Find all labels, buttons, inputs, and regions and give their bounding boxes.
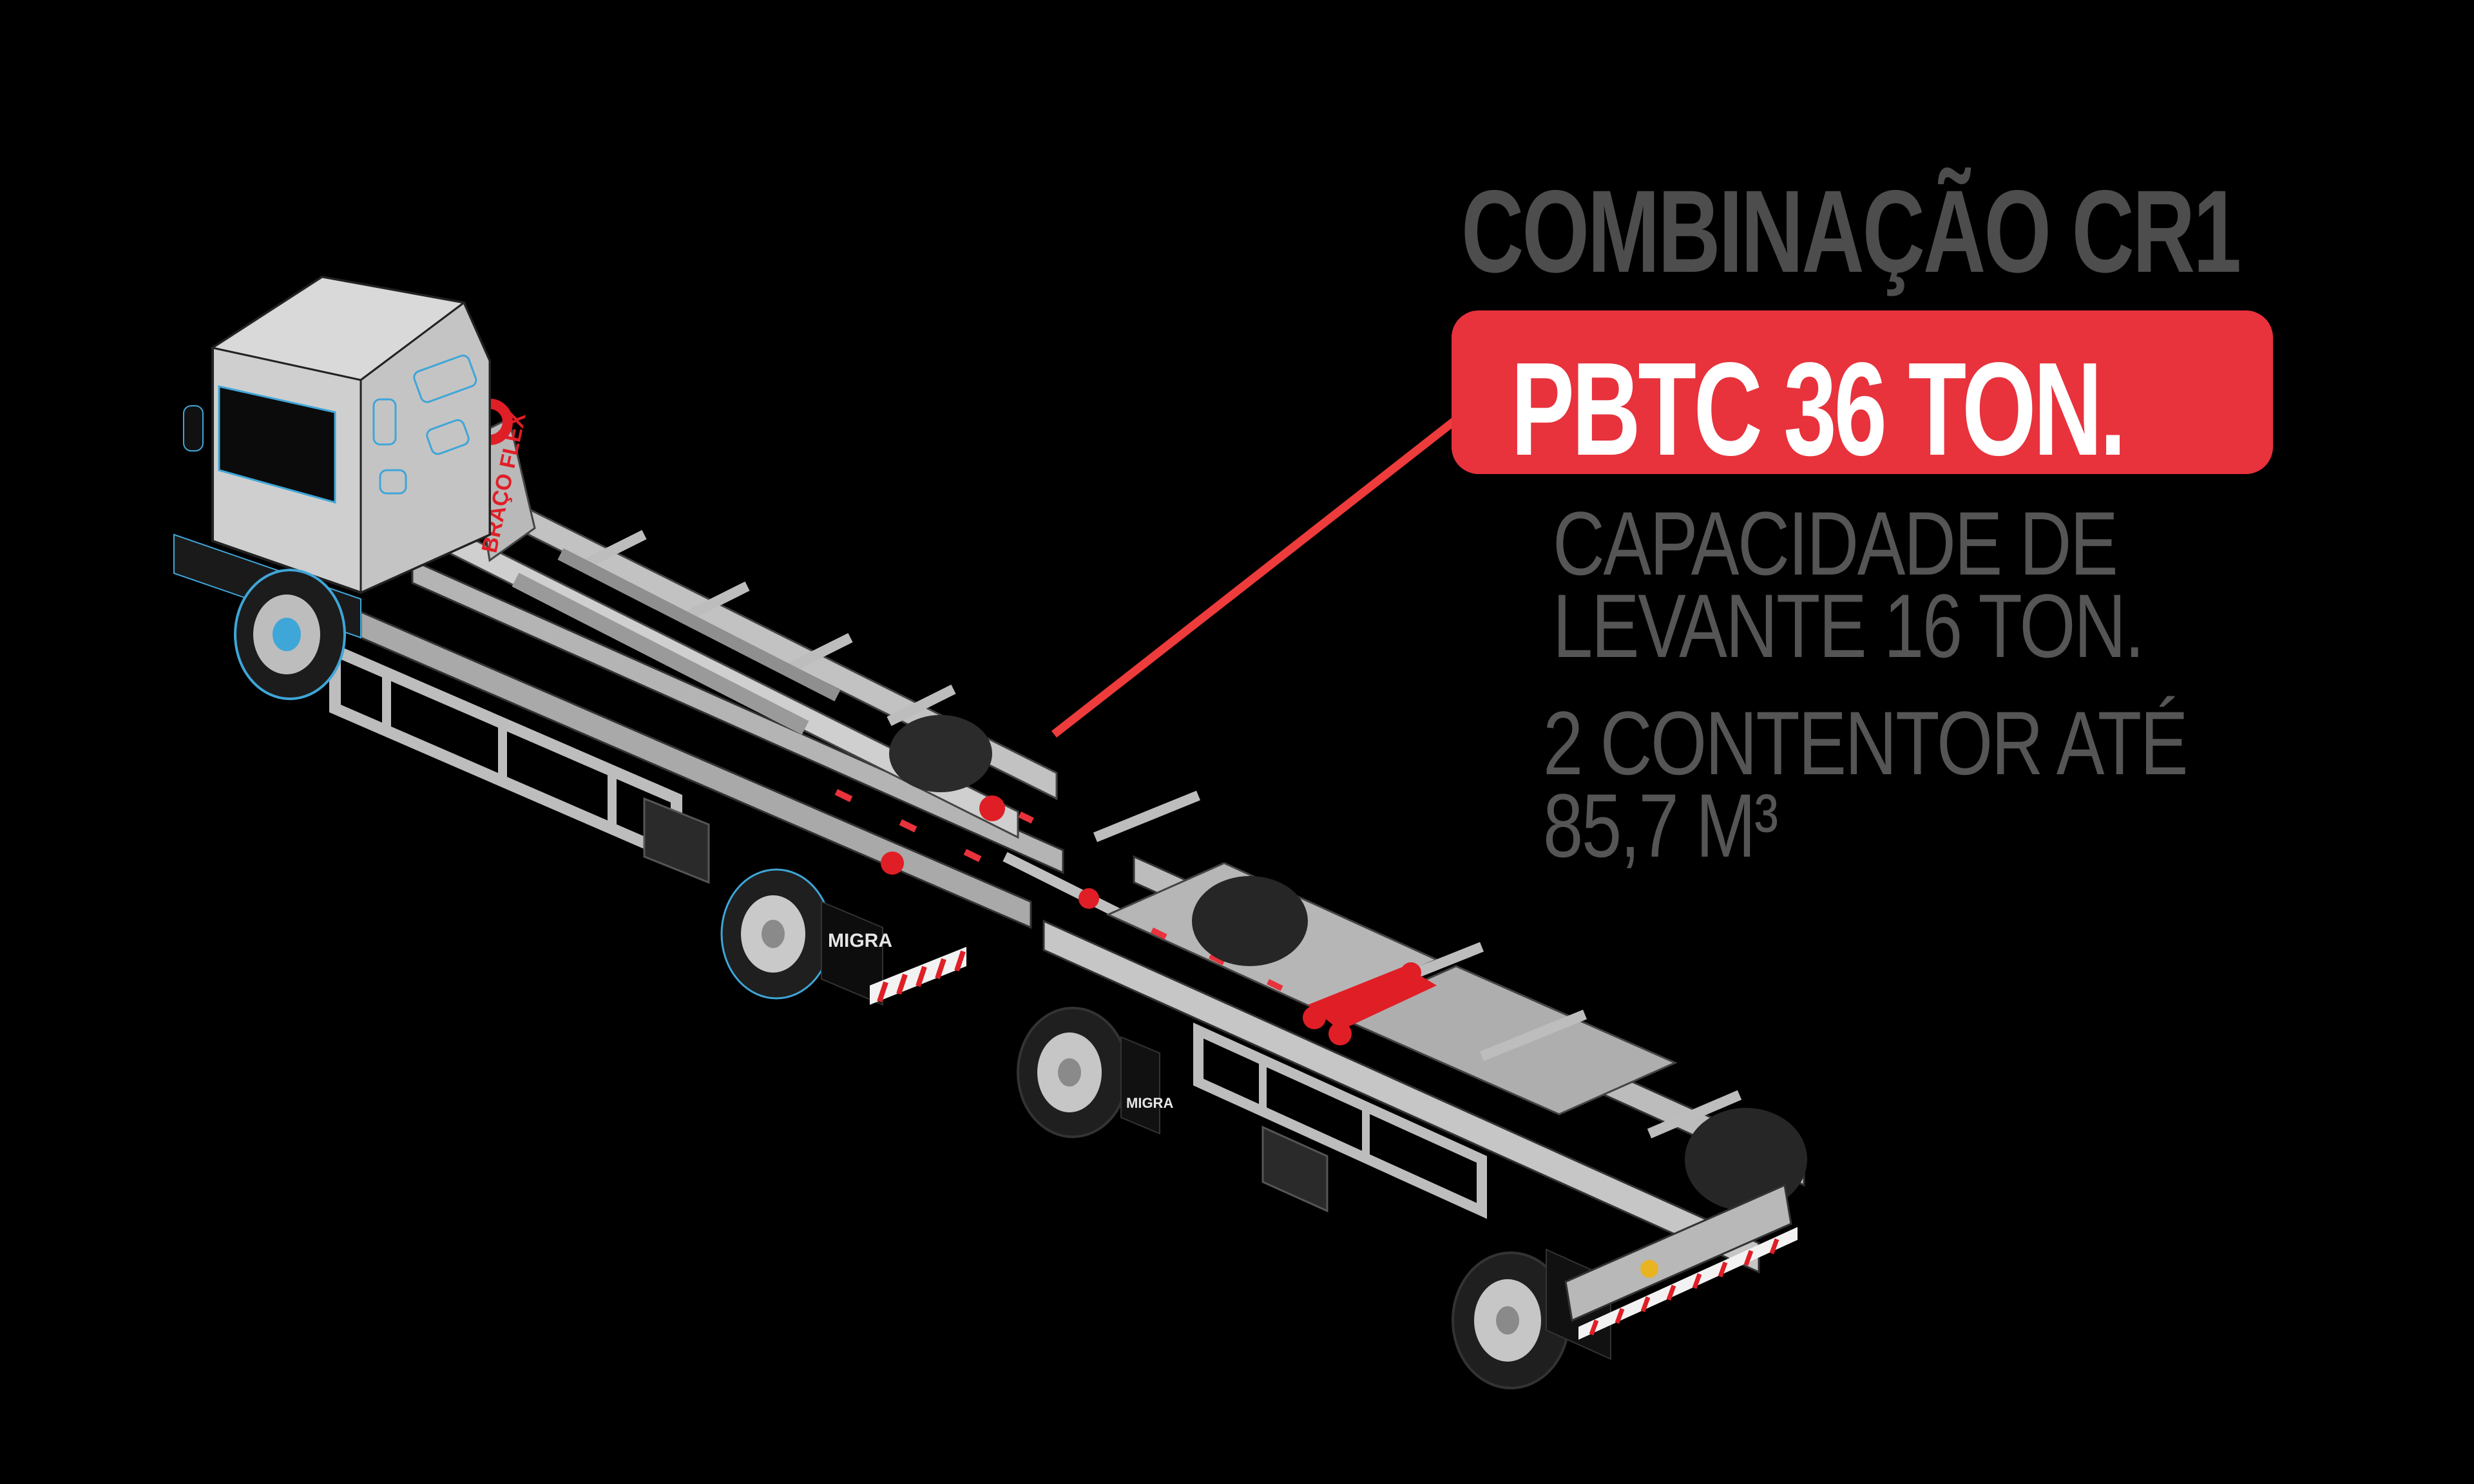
pbtc-badge-text: PBTC 36 TON. xyxy=(1511,335,2126,483)
spec-line: LEVANTE 16 TON. xyxy=(1553,575,2145,676)
red-coupling xyxy=(1303,962,1437,1045)
combination-title: COMBINAÇÃO CR1 xyxy=(1461,173,2474,290)
warning-bar xyxy=(870,947,966,1005)
drawbar xyxy=(1002,851,1124,920)
spec-container-volume: 2 CONTENTOR ATÉ 85,7 M³ xyxy=(1543,692,2348,876)
spec-line: 85,7 M³ xyxy=(1543,775,1778,876)
callout-line xyxy=(1051,415,1461,738)
truck-unit: BRAÇO FLEX xyxy=(173,275,1064,1006)
svg-text:MIGRA: MIGRA xyxy=(1126,1095,1173,1111)
spec-lift-capacity: CAPACIDADE DE LEVANTE 16 TON. xyxy=(1553,493,2290,676)
mudflap-brand-label: MIGRA xyxy=(828,930,892,951)
front-wheel xyxy=(234,569,346,700)
truck-rear-wheels xyxy=(720,715,992,1000)
rear-warning-bar xyxy=(1578,1227,1798,1340)
pbtc-badge-label: PBTC 36 TON. xyxy=(1511,343,2362,475)
combination-title-text: COMBINAÇÃO CR1 xyxy=(1461,166,2241,297)
trailer-unit: MIGRA xyxy=(1017,790,1807,1389)
spec-line: CAPACIDADE DE xyxy=(1553,493,2118,594)
trailer-front-wheels: MIGRA xyxy=(1017,876,1308,1138)
pbtc-badge xyxy=(1452,310,2273,474)
spec-line: 2 CONTENTOR ATÉ xyxy=(1543,692,2189,794)
